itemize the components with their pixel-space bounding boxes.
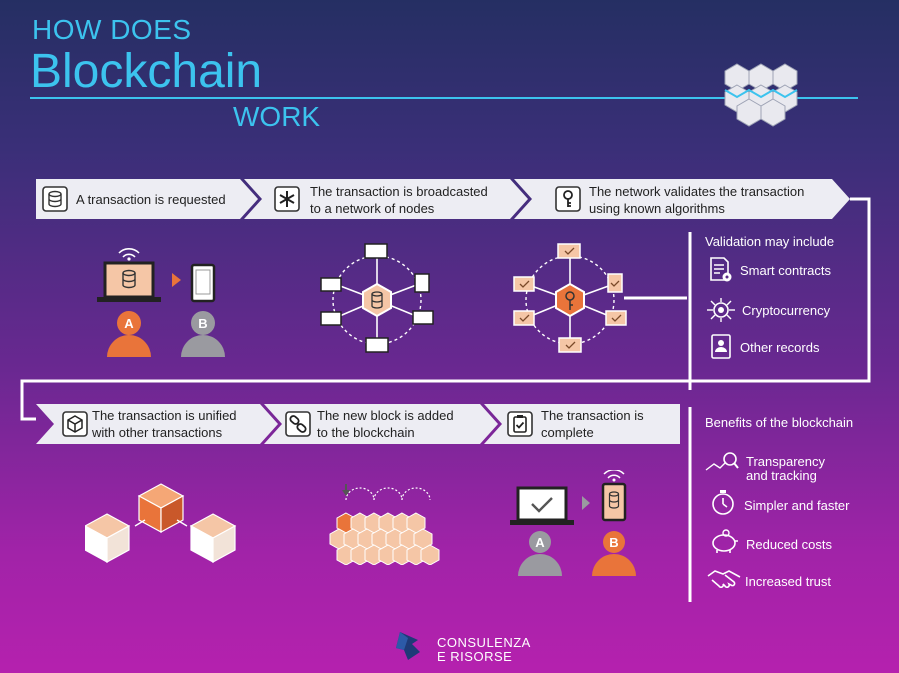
chevron-step-1: [36, 179, 258, 219]
validation-item-cryptocurrency: Cryptocurrency: [742, 303, 831, 318]
unified-cubes-illustration: [85, 483, 237, 564]
person-a-badge-final: A: [535, 535, 545, 550]
step-3-label: The network validates the transaction: [589, 184, 805, 199]
person-a-badge: A: [124, 316, 134, 331]
cube-icon: [62, 411, 88, 437]
key-icon: [555, 186, 581, 212]
chevron-step-4: [36, 404, 278, 444]
benefit-item-reduced-costs: Reduced costs: [746, 537, 832, 552]
validation-network-illustration: [513, 243, 627, 353]
chain-block: [420, 544, 440, 565]
clipboard-check-icon: [507, 411, 533, 437]
title-how-does: HOW DOES: [32, 14, 192, 45]
broadcast-network-illustration: [320, 243, 434, 353]
step-2-label-line2: to a network of nodes: [310, 201, 435, 216]
crypto-chip-icon: [707, 298, 735, 322]
magnifier-tracking-icon: [705, 452, 739, 471]
chevron-step-3: [514, 179, 850, 219]
step-3-label-line2: using known algorithms: [589, 201, 725, 216]
chevron-step-6: [484, 404, 680, 444]
asterisk-icon: [274, 186, 300, 212]
benefit-item-increased-trust: Increased trust: [745, 574, 831, 589]
step-4-label-line2: with other transactions: [92, 425, 223, 440]
database-icon: [42, 186, 68, 212]
benefit-item-simpler-faster: Simpler and faster: [744, 498, 850, 513]
company-name-line2: E RISORSE: [437, 649, 513, 664]
handshake-icon: [707, 570, 741, 589]
validation-item-smart-contracts: Smart contracts: [740, 263, 832, 278]
person-b-badge: B: [198, 316, 207, 331]
validation-heading: Validation may include: [705, 234, 835, 249]
benefit-item-transparency: Transparency: [746, 454, 825, 469]
hexagon-cluster-icon: [724, 63, 798, 127]
step-1-label: A transaction is requested: [76, 192, 226, 207]
step-5-label: The new block is added: [317, 408, 454, 423]
step-6-label-line2: complete: [541, 425, 594, 440]
contract-gear-icon: [710, 257, 732, 282]
chevron-step-2: [244, 179, 528, 219]
benefit-item-transparency-line2: and tracking: [746, 468, 817, 483]
step-2-label: The transaction is broadcasted: [310, 184, 488, 199]
piggy-bank-icon: [712, 529, 738, 553]
title-work: WORK: [233, 101, 321, 132]
chevron-step-5: [264, 404, 498, 444]
benefits-heading: Benefits of the blockchain: [705, 415, 854, 430]
records-icon: [711, 334, 731, 359]
complete-illustration: A B: [510, 470, 636, 576]
blockchain-grid-illustration: [329, 484, 440, 565]
request-illustration: A B: [97, 248, 225, 357]
stopwatch-icon: [712, 490, 734, 515]
title-divider: [30, 97, 858, 99]
step-6-label: The transaction is: [541, 408, 644, 423]
company-name-line1: CONSULENZA: [437, 635, 531, 650]
person-b-badge-final: B: [609, 535, 618, 550]
validation-item-other-records: Other records: [740, 340, 820, 355]
company-logo-icon: [396, 632, 420, 660]
step-4-label: The transaction is unified: [92, 408, 237, 423]
chain-link-icon: [285, 411, 311, 437]
step-5-label-line2: to the blockchain: [317, 425, 415, 440]
title-blockchain: Blockchain: [30, 45, 263, 98]
company-name: CONSULENZA E RISORSE: [437, 636, 531, 664]
